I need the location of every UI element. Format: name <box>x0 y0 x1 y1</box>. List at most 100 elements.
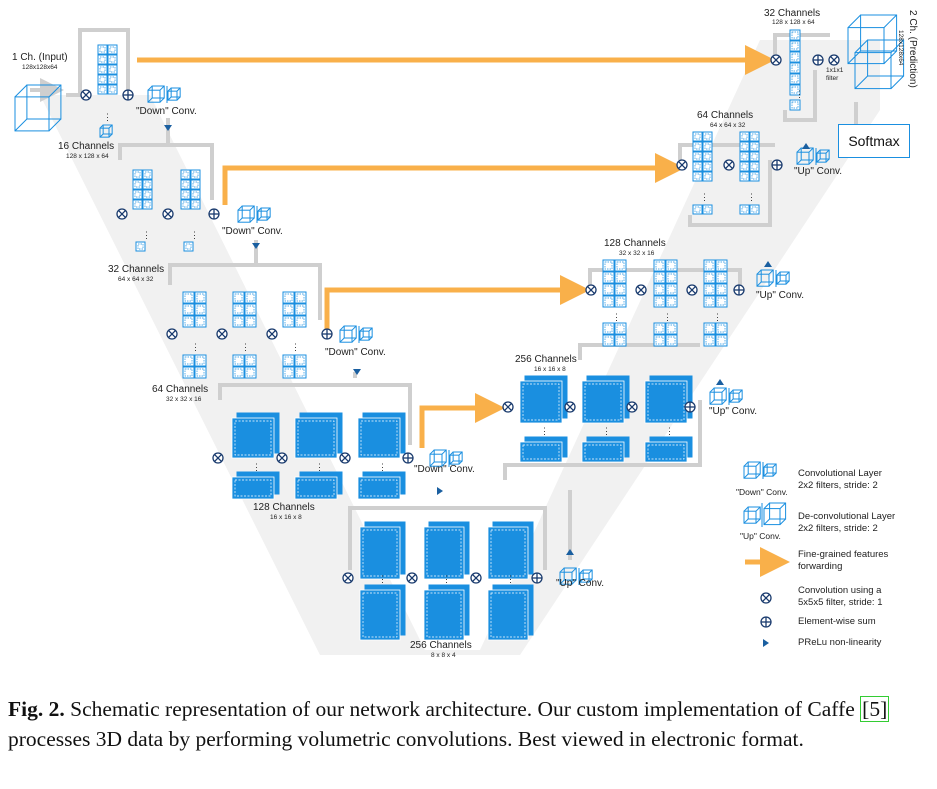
output-cube-2 <box>854 39 905 90</box>
dec3-dims-label: 32 x 32 x 16 <box>619 250 655 257</box>
ellipsis-dots: ⋮ <box>191 342 200 352</box>
dec2-feature-stack-0 <box>692 131 713 182</box>
ellipsis-dots: ⋮ <box>506 574 515 584</box>
conv-cube-large <box>429 449 447 467</box>
convolution-op-icon <box>406 572 418 584</box>
bottom-extra-0 <box>359 584 406 641</box>
citation-link[interactable]: [5] <box>860 696 890 722</box>
conv-cube-small <box>776 271 790 285</box>
enc3-extra-2 <box>282 354 307 379</box>
dec3-channels-label: 128 Channels <box>604 238 666 249</box>
up-conv-label-1: "Up" Conv. <box>556 578 605 589</box>
ellipsis-dots: ⋮ <box>378 574 387 584</box>
bottom-block-1 <box>423 521 470 580</box>
final-filter-label-1: 1x1x1 <box>826 67 844 74</box>
conv-cube-small <box>449 451 463 465</box>
residual-connector-5 <box>348 506 547 570</box>
ellipsis-dots: ⋮ <box>142 230 151 240</box>
convolution-op-icon <box>626 401 638 413</box>
conv-cube-small <box>763 463 777 477</box>
enc4-block-2 <box>357 412 406 459</box>
dec1-channels-label: 32 Channels <box>764 8 821 19</box>
dec2-extra-1 <box>739 204 760 215</box>
prelu-icon <box>764 261 772 267</box>
dec4-block-2 <box>644 375 693 424</box>
legend-convolution-title: Convolution using a <box>798 585 882 596</box>
enc2-feature-stack-b <box>180 169 201 210</box>
enc1-feature-stack <box>97 44 118 95</box>
convolution-op-icon <box>166 328 178 340</box>
down-conv-label-2: "Down" Conv. <box>222 226 283 237</box>
residual-connector-12 <box>773 33 830 55</box>
legend-convolution-sub: 5x5x5 filter, stride: 1 <box>798 597 883 608</box>
convolution-op-icon <box>760 592 772 604</box>
convolution-op-icon <box>723 159 735 171</box>
conv-cube-large <box>709 387 727 405</box>
element-sum-icon <box>812 54 824 66</box>
element-sum-icon <box>321 328 333 340</box>
convolution-op-icon <box>80 89 92 101</box>
enc3-dims-label: 32 x 32 x 16 <box>166 396 202 403</box>
dec3-feature-stack-1 <box>653 259 678 308</box>
ellipsis-dots: ⋮ <box>241 342 250 352</box>
legend-prelu: PReLu non-linearity <box>798 637 882 648</box>
dec1-dims-label: 128 x 128 x 64 <box>772 19 815 26</box>
dec4-block-1 <box>581 375 630 424</box>
ellipsis-dots: ⋮ <box>663 312 672 322</box>
ellipsis-dots: ⋮ <box>540 426 549 436</box>
prelu-icon <box>802 143 810 149</box>
output-dims-label: 128x128x64 <box>897 30 904 66</box>
convolution-op-icon <box>116 208 128 220</box>
prelu-icon <box>437 487 443 495</box>
element-sum-icon <box>684 401 696 413</box>
ellipsis-dots: ⋮ <box>700 192 709 202</box>
dec4-up-conv <box>709 387 743 405</box>
prelu-icon <box>252 243 260 249</box>
dec3-extra-0 <box>602 322 627 347</box>
legend-conv-caption: "Down" Conv. <box>736 487 788 497</box>
convolution-op-icon <box>585 284 597 296</box>
prelu-icon <box>353 369 361 375</box>
conv-cube-small <box>579 569 593 583</box>
forwarding-arrow-2 <box>222 153 685 205</box>
dec3-feature-stack-2 <box>703 259 728 308</box>
enc1-extra-cube <box>99 124 113 138</box>
prelu-icon <box>763 639 769 647</box>
ellipsis-dots: ⋮ <box>713 312 722 322</box>
convolution-op-icon <box>676 159 688 171</box>
input-dims-label: 128x128x64 <box>22 64 58 71</box>
residual-connector-0 <box>66 28 130 97</box>
dec1-extra <box>789 99 801 111</box>
bottom-dims-label: 8 x 8 x 4 <box>431 652 456 659</box>
convolution-op-icon <box>470 572 482 584</box>
enc3-feature-stack-0 <box>182 291 207 328</box>
legend-forward-title: Fine-grained features <box>798 549 889 560</box>
enc3-channels-label: 64 Channels <box>152 384 209 395</box>
ellipsis-dots: ⋮ <box>442 574 451 584</box>
ellipsis-dots: ⋮ <box>747 192 756 202</box>
enc3-feature-stack-1 <box>232 291 257 328</box>
ellipsis-dots: ⋮ <box>665 426 674 436</box>
vnet-architecture-diagram: ⋮⋮⋮⋮⋮⋮⋮⋮⋮⋮⋮⋮⋮⋮⋮⋮⋮⋮⋮⋮⋮ <box>14 14 905 655</box>
dec4-block-0 <box>519 375 568 424</box>
dec3-extra-1 <box>653 322 678 347</box>
conv-cube-large <box>559 567 577 585</box>
dec3-up-conv <box>756 269 790 287</box>
residual-connector-3 <box>168 263 322 320</box>
feature-forwarding-arrows <box>137 45 790 577</box>
residual-connector-11 <box>783 70 817 122</box>
ellipsis-dots: ⋮ <box>378 462 387 472</box>
conv-cube-large <box>237 205 255 223</box>
dec2-dims-label: 64 x 64 x 32 <box>710 122 746 129</box>
enc4-extra-0 <box>231 471 280 500</box>
legend-deconv-caption: "Up" Conv. <box>740 531 781 541</box>
enc2-down-conv <box>237 205 271 223</box>
legend-deconv-cube-small <box>743 506 761 524</box>
legend-conv-title: Convolutional Layer <box>798 468 882 479</box>
ellipsis-dots: ⋮ <box>190 230 199 240</box>
up-conv-label-3: "Up" Conv. <box>756 290 805 301</box>
prelu-icon <box>164 125 172 131</box>
enc2-channels-label: 32 Channels <box>108 264 165 275</box>
bottom-block-0 <box>359 521 406 580</box>
ellipsis-dots: ⋮ <box>103 112 112 122</box>
